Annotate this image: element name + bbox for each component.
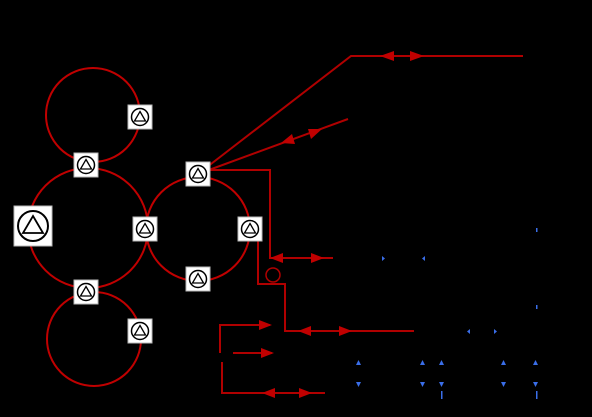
- blue-marker: [356, 382, 361, 387]
- triangle-icon: [79, 158, 93, 170]
- arrow-top-right-pointing: [410, 51, 424, 61]
- line-lower-tap: [219, 324, 270, 353]
- arrow-mid-channel-left-pointing: [298, 326, 311, 336]
- arrow-top-left-pointing: [380, 51, 394, 61]
- triangle-icon: [138, 222, 152, 234]
- blue-marker: [501, 360, 506, 365]
- blue-marker: [420, 382, 425, 387]
- blue-marker: [536, 391, 538, 399]
- node-upper-junction[interactable]: [73, 152, 99, 178]
- arrow-mid-channel-right-pointing: [339, 326, 352, 336]
- junction-circle: [265, 267, 281, 283]
- triangle-icon: [133, 110, 147, 122]
- blue-marker: [439, 382, 444, 387]
- arrow-diagonal-right-pointing: [308, 129, 322, 139]
- blue-marker: [467, 329, 470, 334]
- node-center-junction[interactable]: [132, 216, 158, 242]
- blue-marker: [356, 360, 361, 365]
- triangle-icon: [133, 324, 147, 336]
- arrow-diagonal-left-pointing: [281, 134, 295, 144]
- blue-marker: [536, 228, 538, 232]
- blue-marker: [533, 382, 538, 387]
- node-lower-junction[interactable]: [73, 279, 99, 305]
- triangle-icon: [243, 222, 257, 234]
- ring-top-left: [45, 67, 141, 163]
- blue-marker: [382, 256, 385, 261]
- blue-marker: [439, 360, 444, 365]
- node-right-ring-bottom[interactable]: [185, 266, 211, 292]
- line-right-channel: [198, 169, 333, 259]
- node-top-right-ring[interactable]: [127, 104, 153, 130]
- node-right-ring-top[interactable]: [185, 161, 211, 187]
- blue-marker: [441, 391, 443, 399]
- triangle-icon: [21, 214, 45, 234]
- line-bottom-channel: [221, 362, 325, 394]
- arrow-right-channel-left-pointing: [270, 253, 283, 263]
- blue-marker: [494, 329, 497, 334]
- line-top-right: [197, 55, 523, 175]
- line-mid-channel: [257, 229, 414, 332]
- blue-marker: [420, 360, 425, 365]
- blue-markers: [356, 228, 538, 399]
- blue-marker: [533, 360, 538, 365]
- blue-marker: [536, 305, 538, 309]
- blue-marker: [422, 256, 425, 261]
- node-bottom-right-ring[interactable]: [127, 318, 153, 344]
- arrow-bottom-left-pointing: [262, 388, 275, 398]
- blue-marker: [501, 382, 506, 387]
- arrow-bottom-right-pointing: [299, 388, 312, 398]
- arrow-lower-tap-right-pointing: [259, 320, 272, 330]
- triangle-icon: [79, 285, 93, 297]
- ring-bottom-left: [46, 291, 142, 387]
- triangle-icon: [191, 167, 205, 179]
- connection-lines: [197, 55, 523, 394]
- arrow-right-channel-right-pointing: [311, 253, 324, 263]
- arrows: [259, 51, 424, 398]
- node-gateway-main[interactable]: [13, 205, 53, 247]
- node-right-ring-right[interactable]: [237, 216, 263, 242]
- line-upper-diagonal: [197, 118, 349, 175]
- arrow-lower-stub-right-pointing: [261, 348, 274, 358]
- triangle-icon: [191, 272, 205, 284]
- ring-center-right: [145, 176, 251, 282]
